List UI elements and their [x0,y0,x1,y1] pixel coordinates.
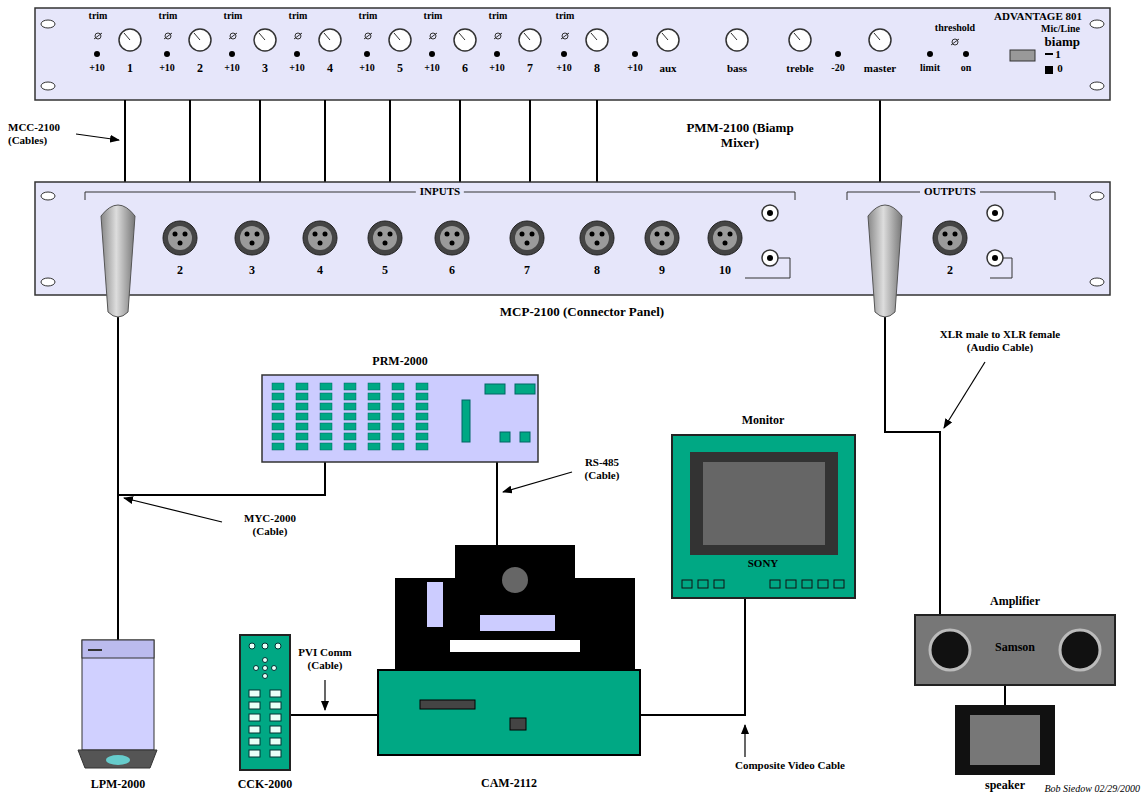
panel-label: -20 [831,62,844,74]
cable-line [640,598,745,715]
amplifier: AmplifierSamson [915,615,1115,685]
cable-callout: MCC-2100 (Cables) [8,121,78,146]
panel-label: 9 [659,264,665,278]
panel-label: bass [727,62,747,75]
device-label: LPM-2000 [91,778,146,792]
panel-label: trim [224,10,243,22]
panel-label: 6 [449,264,455,278]
panel-label: on [961,62,972,74]
panel-label: trim [424,10,443,22]
panel-label: 2 [177,264,183,278]
cable-line [879,100,881,182]
panel-label: 3 [262,62,268,76]
panel-label: 4 [317,264,323,278]
device-label: Mic/Line [1041,23,1080,35]
panel-label: 5 [397,62,403,76]
panel-label: trim [556,10,575,22]
panel-label: +10 [224,62,240,74]
panel-label: 8 [594,62,600,76]
device-label: Monitor [742,414,785,428]
panel-label: +10 [359,62,375,74]
device-label: CCK-2000 [238,778,293,792]
cable-callout: RS-485 (Cable) [570,456,634,481]
panel-label: treble [786,62,813,75]
cable-callout: PMM-2100 (Biamp Mixer) [685,121,795,151]
panel-label: trim [159,10,178,22]
panel-label: 10 [719,264,731,278]
device-label: Amplifier [990,595,1040,609]
panel-label: +10 [489,62,505,74]
mixer-panel: ADVANTAGE 801Mic/Linebiamp [35,8,1110,100]
connector-panel: MCP-2100 (Connector Panel) [35,182,1110,295]
cable-callout: MYC-2000 (Cable) [228,512,312,537]
panel-label: trim [489,10,508,22]
panel-label: limit [920,62,940,74]
device-label: ADVANTAGE 801 [994,10,1082,23]
panel-label: 5 [382,264,388,278]
panel-label: 2 [947,264,953,278]
cable-line [1004,685,1006,705]
panel-label: trim [289,10,308,22]
panel-label: Composite Video Cable [735,759,845,772]
panel-label: +10 [424,62,440,74]
panel-label: aux [659,62,676,75]
panel-label: +10 [627,62,643,74]
speaker: speaker [955,705,1055,775]
cable-line [885,295,940,615]
panel-label: +10 [289,62,305,74]
cable-line [118,462,325,640]
panel-label: +10 [556,62,572,74]
panel-label: trim [359,10,378,22]
device-label: CAM-2112 [481,777,537,791]
panel-label: +10 [89,62,105,74]
video-monitor: MonitorSONY [672,435,855,598]
cable-callout: PVI Comm (Cable) [294,646,356,671]
panel-label: OUTPUTS [920,185,980,198]
panel-label: 7 [527,62,533,76]
panel-label: 0 [1057,62,1063,75]
panel-label: Bob Siedow 02/29/2000 [1044,783,1140,795]
remote-module: PRM-2000 [262,375,538,462]
panel-label: 3 [249,264,255,278]
cable-line [290,714,378,716]
device-label: PRM-2000 [372,355,427,369]
power-module: LPM-2000 [78,640,157,768]
panel-label: trim [89,10,108,22]
panel-label: INPUTS [416,185,464,198]
device-label: speaker [985,779,1025,793]
device-label: Samson [995,641,1035,655]
device-label: SONY [748,557,779,570]
panel-label: 1 [127,62,133,76]
cable-callout: XLR male to XLR female (Audio Cable) [930,328,1070,353]
panel-label: +10 [159,62,175,74]
panel-label: 6 [462,62,468,76]
panel-label: threshold [935,22,975,34]
device-label: biamp [1045,35,1080,50]
panel-label: 4 [327,62,333,76]
panel-label: 7 [524,264,530,278]
device-label: MCP-2100 (Connector Panel) [497,305,667,320]
panel-label: 1 [1055,48,1061,61]
panel-label: master [864,62,896,75]
cable-line [496,462,498,545]
panel-label: 8 [594,264,600,278]
panel-label: 2 [197,62,203,76]
camera: CAM-2112 [378,545,640,755]
remote-control: CCK-2000 [240,635,290,770]
